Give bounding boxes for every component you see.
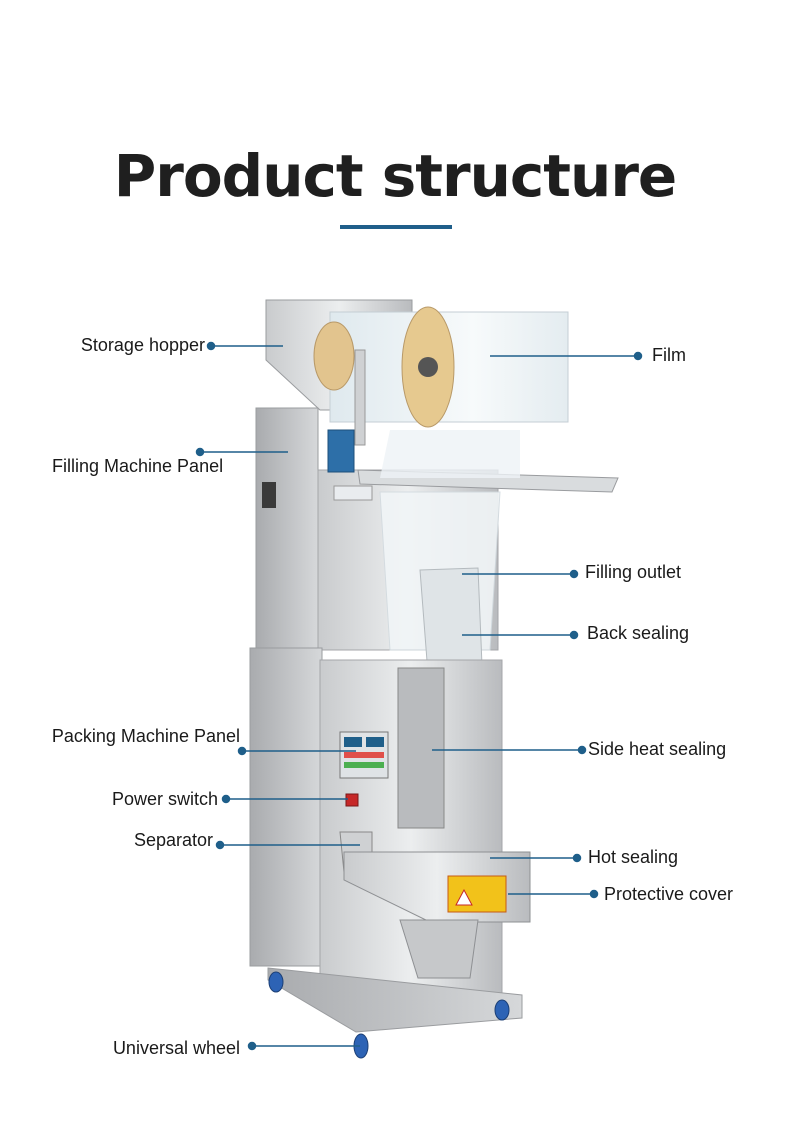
universal-wheels bbox=[268, 971, 510, 1059]
protective-cover bbox=[343, 851, 531, 923]
label-packing-machine-panel: Packing Machine Panel bbox=[51, 726, 240, 746]
discharge-chute bbox=[399, 919, 479, 979]
film-tray bbox=[357, 430, 619, 493]
label-filling-outlet: Filling outlet bbox=[585, 562, 682, 582]
label-protective-cover: Protective cover bbox=[604, 884, 734, 904]
label-hot-sealing: Hot sealing bbox=[588, 847, 679, 867]
label-back-sealing: Back sealing bbox=[587, 623, 690, 643]
machine-base bbox=[267, 967, 523, 1033]
label-filling-machine-panel: Filling Machine Panel bbox=[52, 456, 224, 476]
packing-machine-panel bbox=[339, 731, 389, 779]
page-title: Product structure bbox=[113, 142, 678, 210]
film-roll bbox=[313, 306, 569, 446]
label-film: Film bbox=[652, 345, 686, 365]
label-separator: Separator bbox=[133, 830, 213, 850]
label-universal-wheel: Universal wheel bbox=[112, 1038, 240, 1058]
label-side-heat-sealing: Side heat sealing bbox=[588, 739, 727, 759]
label-power-switch: Power switch bbox=[111, 789, 218, 809]
power-switch bbox=[345, 793, 359, 807]
filling-machine-panel bbox=[327, 429, 373, 501]
leader-lines bbox=[195, 341, 643, 1051]
label-storage-hopper: Storage hopper bbox=[80, 335, 205, 355]
title-underline bbox=[340, 225, 452, 229]
